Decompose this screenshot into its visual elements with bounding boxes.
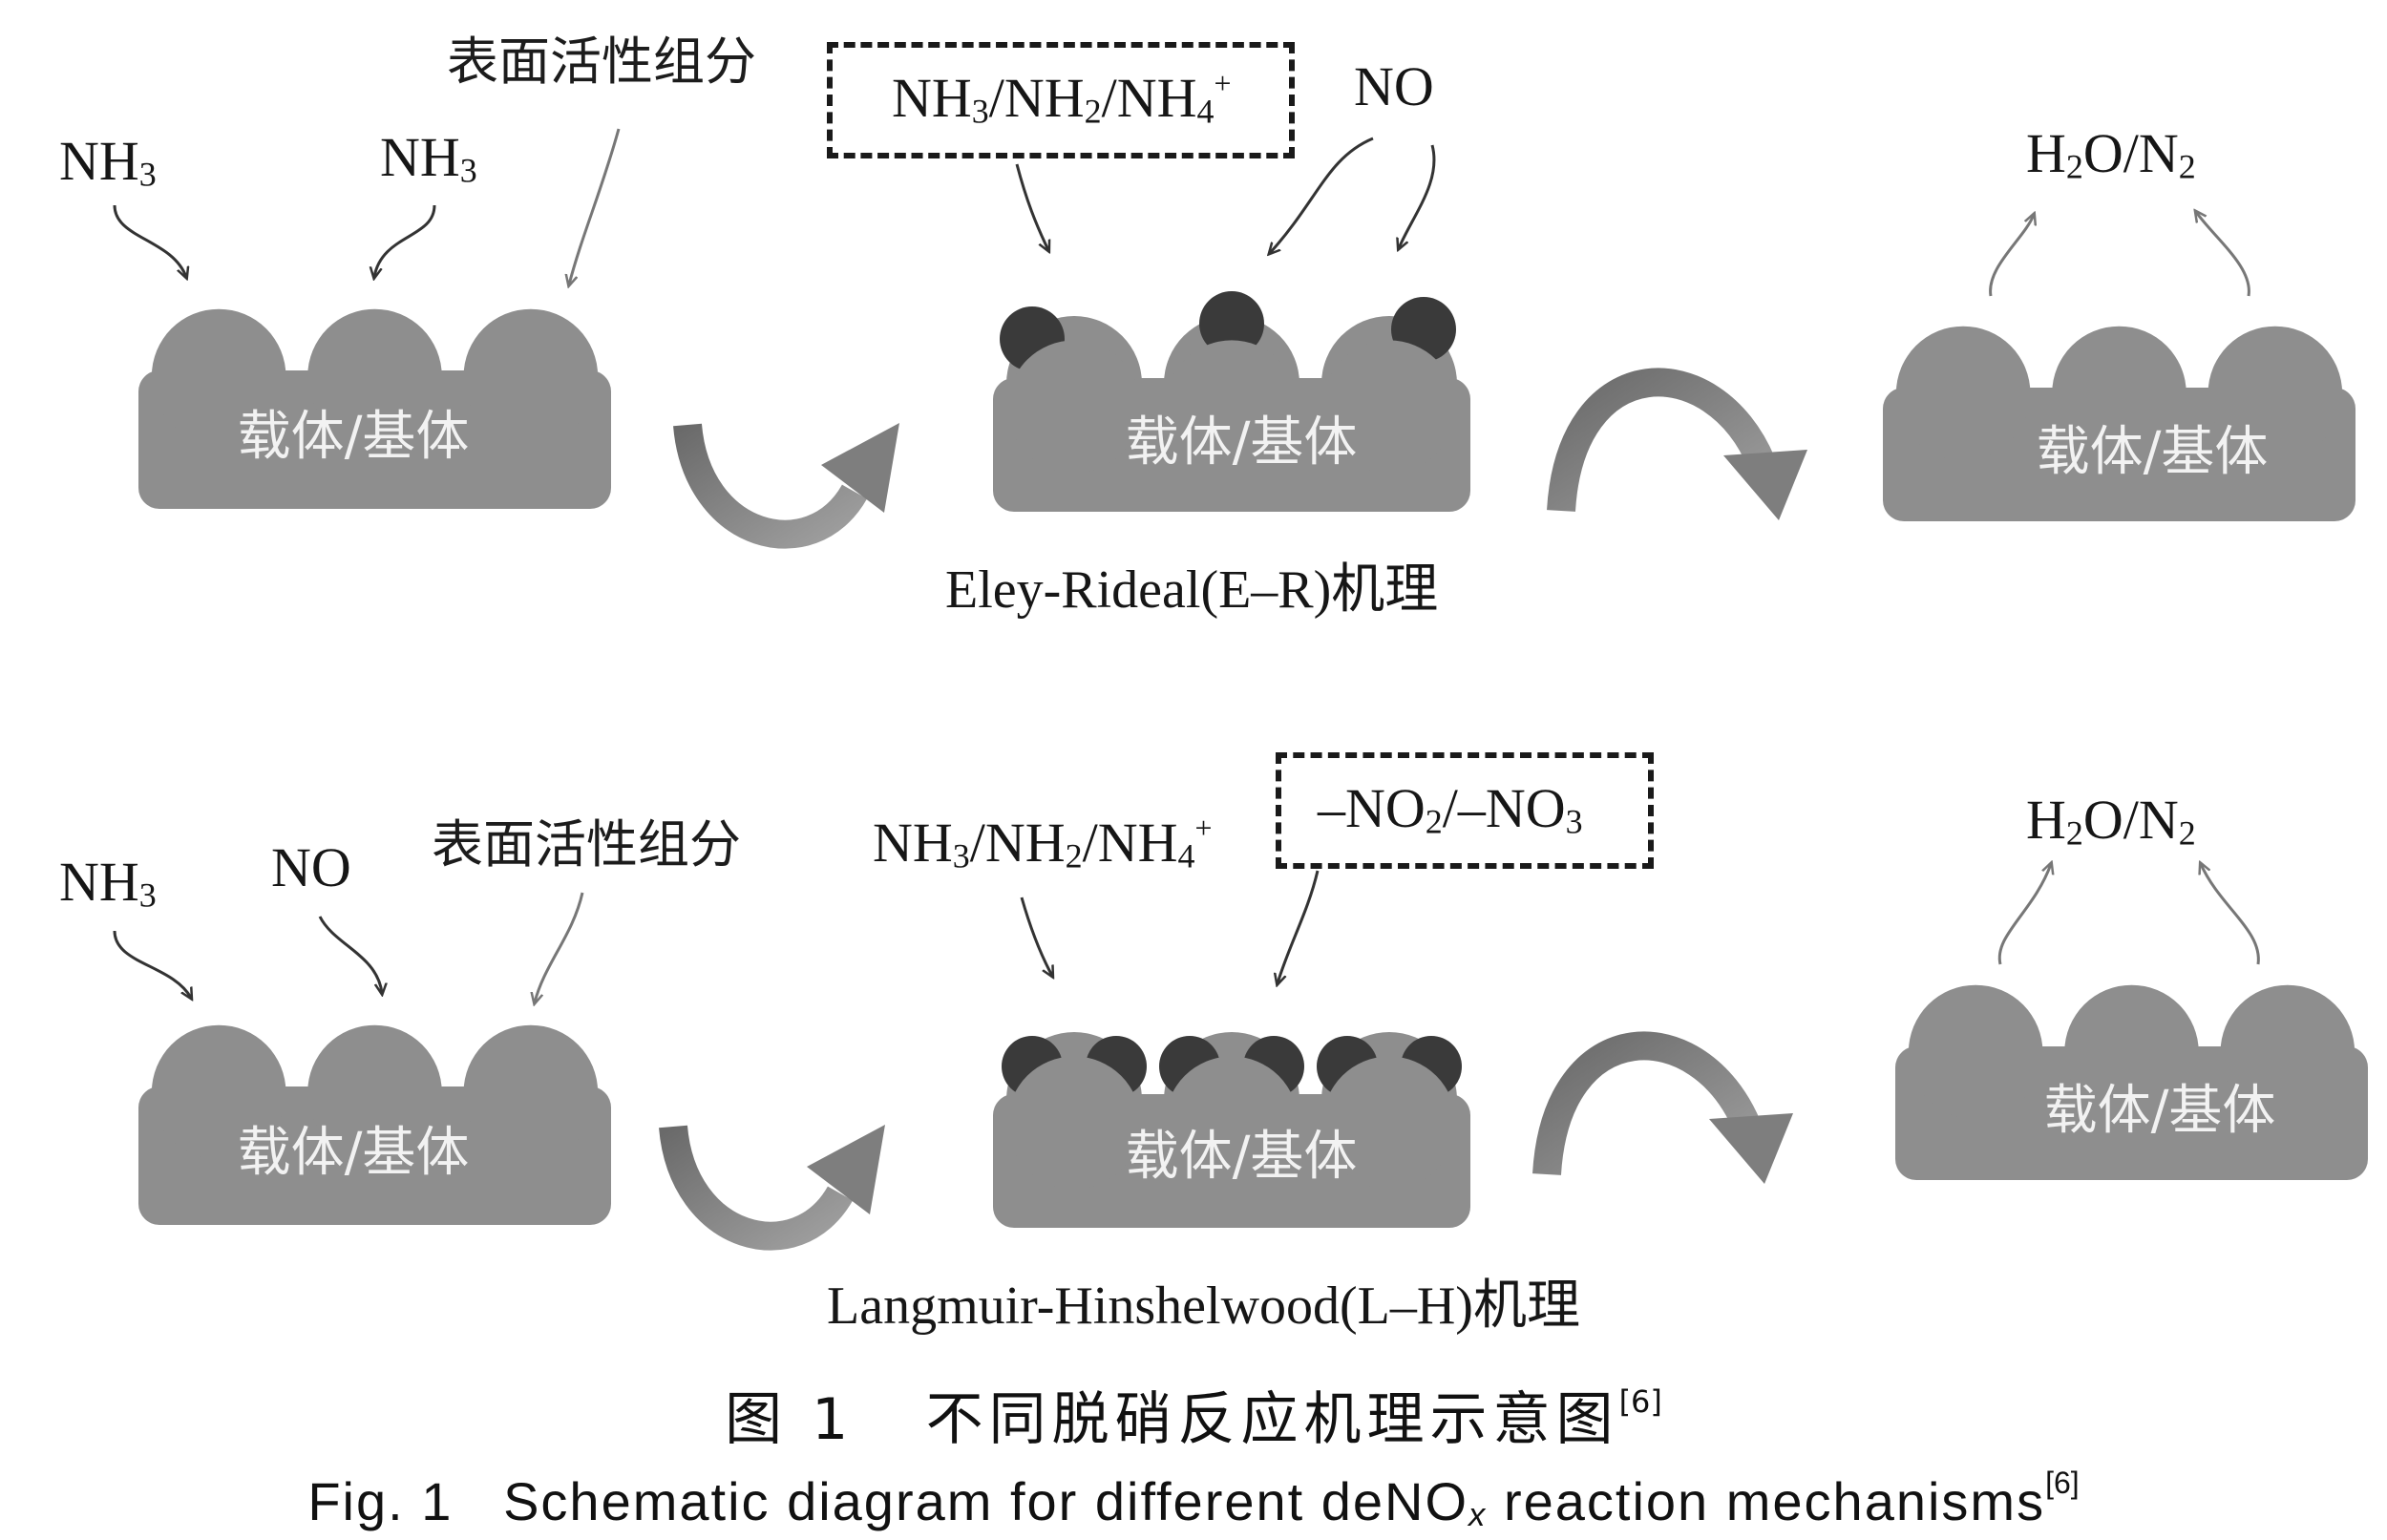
lh-big-arrow-2-shaft <box>1532 1031 1761 1175</box>
er-support-block-1-particle-3 <box>463 308 599 444</box>
er-no-arrow-1 <box>1270 137 1374 253</box>
er-adsorbed-species-2 <box>1199 291 1264 356</box>
er-support-3-label: 载体/基体 <box>2036 421 2269 483</box>
er-support-block-3 <box>1883 326 2355 521</box>
lh-product-arrow-1 <box>1997 864 2051 965</box>
lh-support-block-1 <box>138 1024 611 1225</box>
caption-cn-prefix: 图 1 <box>725 1386 855 1453</box>
lh-intermediates-label: NH3/NH2/NH4+ <box>873 811 1213 875</box>
figure-caption-cn: 图 1 不同脱硝反应机理示意图[6] <box>0 1373 2387 1456</box>
er-intermediates-arrow <box>1015 163 1048 250</box>
er-support-block-3-particle-2 <box>2052 326 2186 461</box>
er-support-2-label: 载体/基体 <box>1125 411 1358 474</box>
er-support-block-3-particle-3 <box>2207 326 2343 461</box>
lh-support-3-label: 载体/基体 <box>2043 1080 2276 1142</box>
er-big-arrow-2 <box>1547 368 1807 520</box>
er-active-component-label: 表面活性组分 <box>447 32 756 92</box>
er-big-arrow-1-head <box>821 423 899 513</box>
er-big-arrow-1 <box>673 423 899 549</box>
lh-no-label: NO <box>271 836 351 898</box>
caption-en-title-sub: x <box>1468 1497 1488 1534</box>
lh-nitrates-label: –NO2/–NO3 <box>1318 777 1583 841</box>
er-products-label: H2O/N2 <box>2026 122 2196 186</box>
er-support-block-3-particle-1 <box>1895 326 2031 461</box>
lh-big-arrow-1-head <box>807 1125 885 1214</box>
er-particle-overlay-2 <box>1165 340 1299 474</box>
er-support-block-1-particle-2 <box>307 308 442 444</box>
er-nh3-label-2: NH3 <box>380 126 477 190</box>
er-no-arrow-2 <box>1399 144 1436 248</box>
lh-product-arrow-2 <box>2201 864 2260 965</box>
er-nh3-arrow-1 <box>113 204 186 277</box>
figure-caption-en: Fig. 1 Schematic diagram for different d… <box>0 1466 2387 1534</box>
er-product-arrow-2 <box>2196 212 2250 297</box>
lh-active-component-label: 表面活性组分 <box>432 814 741 875</box>
er-particle-overlay-3 <box>1322 340 1456 474</box>
lh-big-arrow-1-shaft <box>659 1125 854 1251</box>
lh-no-arrow <box>318 916 382 993</box>
caption-en-ref: [6] <box>2045 1466 2080 1500</box>
lh-nitrates-box <box>1276 752 1654 869</box>
lh-support-block-1-particle-3 <box>463 1024 599 1160</box>
lh-big-arrow-1 <box>659 1125 885 1251</box>
lh-particle-overlay-2 <box>1165 1056 1299 1190</box>
er-big-arrow-2-head <box>1723 450 1807 520</box>
caption-cn-title: 不同脱硝反应机理示意图 <box>925 1386 1619 1453</box>
caption-cn-ref: [6] <box>1618 1383 1662 1420</box>
lh-support-block-3-particle-2 <box>2064 984 2199 1120</box>
er-intermediates-box <box>827 42 1295 158</box>
er-big-arrow-1-shaft <box>673 423 868 549</box>
lh-mechanism-title: Langmuir-Hinshelwood(L–H)机理 <box>827 1276 1580 1336</box>
lh-nh3-label: NH3 <box>59 851 157 915</box>
caption-en-title-a: Schematic diagram for different deNO <box>503 1471 1469 1531</box>
er-support-block-1 <box>138 308 611 509</box>
lh-support-block-1-particle-2 <box>307 1024 442 1160</box>
lh-big-arrow-2 <box>1532 1031 1793 1184</box>
lh-particle-overlay-3 <box>1322 1056 1456 1190</box>
lh-active-arrow <box>535 892 584 1002</box>
lh-nh3-arrow <box>113 930 191 998</box>
caption-en-title-b: reaction mechanisms <box>1487 1471 2046 1531</box>
er-nh3-arrow-2 <box>374 204 436 277</box>
lh-support-block-3 <box>1895 984 2368 1180</box>
lh-support-block-3-particle-1 <box>1908 984 2043 1120</box>
er-particle-overlay-1 <box>1007 340 1141 474</box>
lh-nitrates-arrow <box>1278 870 1320 983</box>
er-support-1-label: 载体/基体 <box>237 406 470 468</box>
lh-support-block-3-particle-3 <box>2220 984 2355 1120</box>
er-active-arrow <box>569 128 621 285</box>
er-support-block-1-particle-1 <box>151 308 286 444</box>
lh-particle-overlay-1 <box>1007 1056 1141 1190</box>
lh-support-2-label: 载体/基体 <box>1125 1126 1358 1188</box>
lh-support-block-1-particle-1 <box>151 1024 286 1160</box>
er-big-arrow-2-shaft <box>1547 368 1775 512</box>
lh-support-1-label: 载体/基体 <box>237 1122 470 1184</box>
er-nh3-label-1: NH3 <box>59 130 157 194</box>
er-mechanism-title: Eley-Rideal(E–R)机理 <box>945 560 1439 620</box>
er-no-label: NO <box>1354 55 1434 117</box>
er-product-arrow-1 <box>1989 215 2034 297</box>
caption-en-prefix: Fig. 1 <box>307 1471 454 1531</box>
lh-products-label: H2O/N2 <box>2026 789 2196 853</box>
er-intermediates-label: NH3/NH2/NH4+ <box>892 66 1232 131</box>
lh-intermediates-arrow <box>1020 897 1052 976</box>
lh-big-arrow-2-head <box>1709 1113 1793 1184</box>
